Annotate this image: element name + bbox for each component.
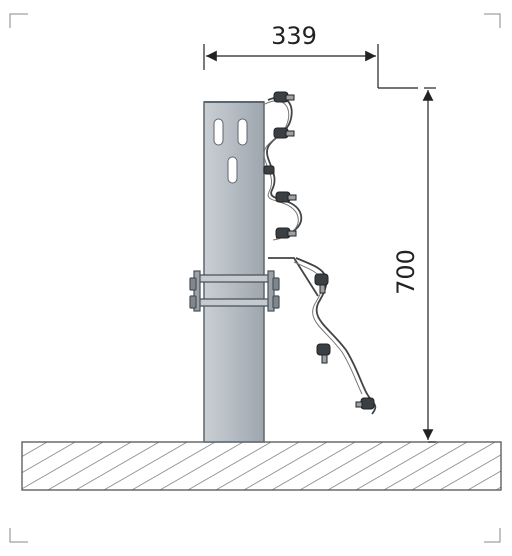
post-slot xyxy=(227,156,238,184)
post-slot xyxy=(213,118,224,146)
dimension-height-label: 700 xyxy=(392,249,420,295)
corner-marks xyxy=(9,13,501,543)
post-slot xyxy=(237,118,248,146)
ground-hatched xyxy=(21,441,502,491)
dimension-height xyxy=(422,87,436,443)
post-clamp-bolts xyxy=(189,270,280,312)
upper-w-beam xyxy=(263,96,303,241)
dimension-width-label: 339 xyxy=(271,22,317,50)
steel-post xyxy=(203,101,265,443)
dimension-width xyxy=(203,44,418,89)
rail-bolts-upper xyxy=(263,91,297,239)
rail-bolts-lower xyxy=(314,273,375,410)
